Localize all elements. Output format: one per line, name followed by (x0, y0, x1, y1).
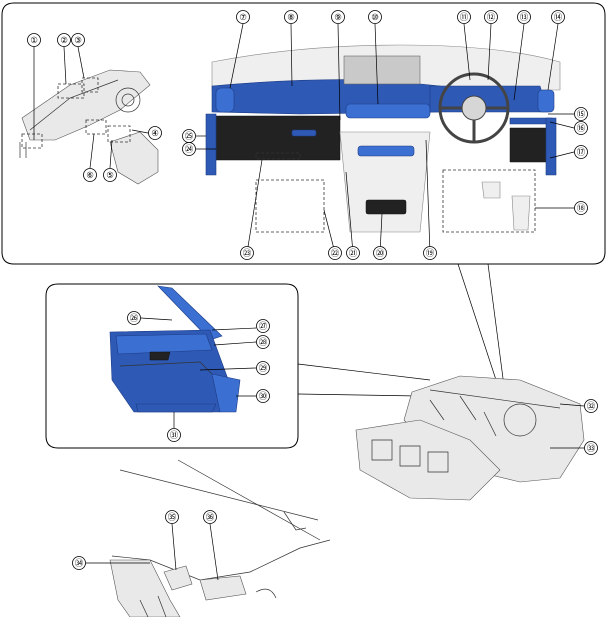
callout-31: ㉛ (168, 429, 181, 442)
callout-7-label: ⑦ (239, 12, 247, 22)
callout-29: ㉙ (257, 362, 270, 375)
callout-15-label: ⑮ (577, 109, 586, 119)
callout-4: ④ (149, 127, 162, 140)
dashboard-main-illustration (206, 45, 560, 232)
callout-20-label: ⑳ (376, 248, 385, 258)
callout-6: ⑥ (84, 169, 97, 182)
callout-19: ⑲ (424, 247, 437, 260)
callout-25-label: ㉕ (185, 131, 194, 141)
callout-12-label: ⑫ (487, 12, 496, 22)
callout-23-label: ㉓ (243, 248, 252, 258)
callout-31-label: ㉛ (170, 430, 179, 440)
scuff-plate (136, 404, 216, 412)
callout-33: ㉝ (585, 442, 598, 455)
right-vent (538, 90, 554, 112)
callout-26-label: ㉖ (130, 313, 139, 323)
callout-28: ㉘ (257, 336, 270, 349)
callout-20: ⑳ (374, 247, 387, 260)
callout-12: ⑫ (485, 11, 498, 24)
callout-22: ㉒ (329, 247, 342, 260)
callout-36-label: ㊱ (206, 512, 215, 522)
glove-box-handle (292, 130, 316, 136)
callout-13: ⑬ (518, 11, 531, 24)
callout-29-label: ㉙ (259, 363, 268, 373)
callout-32-label: ㉜ (587, 401, 596, 411)
callout-17: ⑰ (575, 146, 588, 159)
callout-2: ② (58, 34, 71, 47)
callout-27: ㉗ (257, 320, 270, 333)
callout-14: ⑭ (552, 11, 565, 24)
callout-30-label: ㉚ (259, 391, 268, 401)
callout-9: ⑨ (332, 11, 345, 24)
callout-30: ㉚ (257, 390, 270, 403)
callout-5: ⑤ (104, 169, 117, 182)
callout-18: ⑱ (575, 202, 588, 215)
center-display (344, 56, 420, 84)
callout-8: ⑧ (285, 11, 298, 24)
callout-21-label: ㉑ (349, 248, 358, 258)
callout-24-label: ㉔ (185, 144, 194, 154)
roof-pillar-illustration (110, 460, 330, 617)
callout-19-label: ⑲ (426, 248, 435, 258)
callout-27-label: ㉗ (259, 321, 268, 331)
callout-32: ㉜ (585, 400, 598, 413)
callout-35-label: ㉟ (168, 512, 177, 522)
callout-11: ⑪ (458, 11, 471, 24)
dashboard-overview-thumbnail (20, 70, 158, 184)
callout-35: ㉟ (166, 511, 179, 524)
front-door-trim-illustration (110, 286, 240, 412)
callout-1-label: ① (30, 35, 38, 45)
callout-1: ① (28, 34, 41, 47)
callout-16: ⑯ (575, 122, 588, 135)
callout-8-label: ⑧ (287, 12, 295, 22)
callout-6-label: ⑥ (86, 170, 94, 180)
callout-36: ㊱ (204, 511, 217, 524)
callout-16-label: ⑯ (577, 123, 586, 133)
callout-14-label: ⑭ (554, 12, 563, 22)
callout-18-label: ⑱ (577, 203, 586, 213)
callout-3: ③ (72, 34, 85, 47)
callout-23: ㉓ (241, 247, 254, 260)
callout-11-label: ⑪ (460, 12, 469, 22)
callout-4-label: ④ (151, 128, 159, 138)
callout-17-label: ⑰ (577, 147, 586, 157)
callout-15: ⑮ (575, 108, 588, 121)
left-vent (216, 88, 234, 112)
callout-5-label: ⑤ (106, 170, 114, 180)
callout-3-label: ③ (74, 35, 82, 45)
callout-10: ⑩ (369, 11, 382, 24)
callout-33-label: ㉝ (587, 443, 596, 453)
callout-13-label: ⑬ (520, 12, 529, 22)
callout-7: ⑦ (237, 11, 250, 24)
center-vents (346, 104, 430, 118)
callout-10-label: ⑩ (371, 12, 379, 22)
callout-25: ㉕ (183, 130, 196, 143)
callout-34-label: ㉞ (75, 558, 84, 568)
callout-28-label: ㉘ (259, 337, 268, 347)
callout-26: ㉖ (128, 312, 141, 325)
vehicle-interior-overview (356, 376, 584, 500)
callout-9-label: ⑨ (334, 12, 342, 22)
callout-2-label: ② (60, 35, 68, 45)
callout-34: ㉞ (73, 557, 86, 570)
callout-22-label: ㉒ (331, 248, 340, 258)
callout-24: ㉔ (183, 143, 196, 156)
callout-21: ㉑ (347, 247, 360, 260)
